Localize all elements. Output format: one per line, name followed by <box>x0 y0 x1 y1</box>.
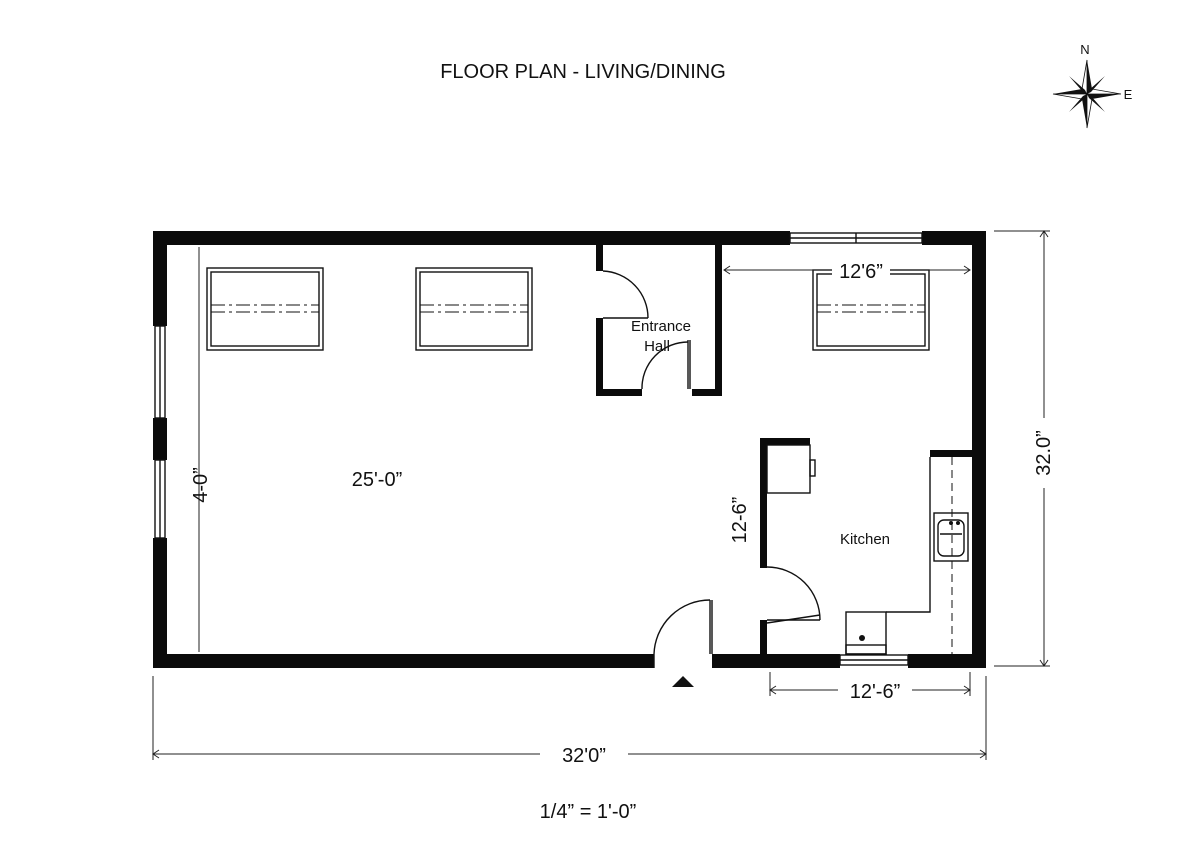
dim-kitchen-depth: 12-6” <box>729 497 751 544</box>
furniture-table-2 <box>415 267 533 351</box>
dim-living-depth: 4-0” <box>190 467 212 503</box>
exterior-walls <box>153 231 986 668</box>
plan-title: FLOOR PLAN - LIVING/DINING <box>440 61 726 83</box>
kitchen-appliance <box>766 444 816 494</box>
room-label-hall: Hall <box>644 338 670 355</box>
dim-living-width: 25'-0” <box>352 469 403 491</box>
compass-north-label: N <box>1080 42 1089 57</box>
room-label-kitchen: Kitchen <box>840 531 890 548</box>
dim-kitchen-width-top: 12'6” <box>839 261 883 283</box>
window-top <box>789 232 923 244</box>
window-bottom <box>839 654 909 666</box>
kitchen-door <box>766 566 821 624</box>
compass-east-label: E <box>1124 87 1133 102</box>
window-left-lower <box>154 459 166 539</box>
dim-line-overall-width <box>152 676 987 760</box>
window-left-upper <box>154 325 166 419</box>
kitchen-sink-unit <box>845 611 887 655</box>
kitchen-walls <box>760 438 972 656</box>
dim-overall-width: 32'0” <box>562 745 606 767</box>
plan-scale: 1/4” = 1'-0” <box>540 801 637 823</box>
dim-line-kitchen-bottom <box>769 672 971 696</box>
dim-overall-depth: 32.0” <box>1033 430 1055 476</box>
entrance-hall-door <box>602 270 649 319</box>
dim-kitchen-width-bottom: 12'-6” <box>850 681 901 703</box>
dim-line-overall-depth <box>994 230 1050 667</box>
compass-rose-icon <box>1052 59 1122 129</box>
furniture-table-1 <box>206 267 324 351</box>
dim-line-kitchen-top <box>723 258 971 280</box>
entrance-hall-walls <box>596 245 722 396</box>
kitchen-counter <box>886 457 969 654</box>
entrance-inner-door <box>641 340 691 390</box>
room-label-entrance: Entrance <box>631 318 691 335</box>
entry-arrow-icon <box>672 676 694 687</box>
front-door <box>653 599 713 668</box>
